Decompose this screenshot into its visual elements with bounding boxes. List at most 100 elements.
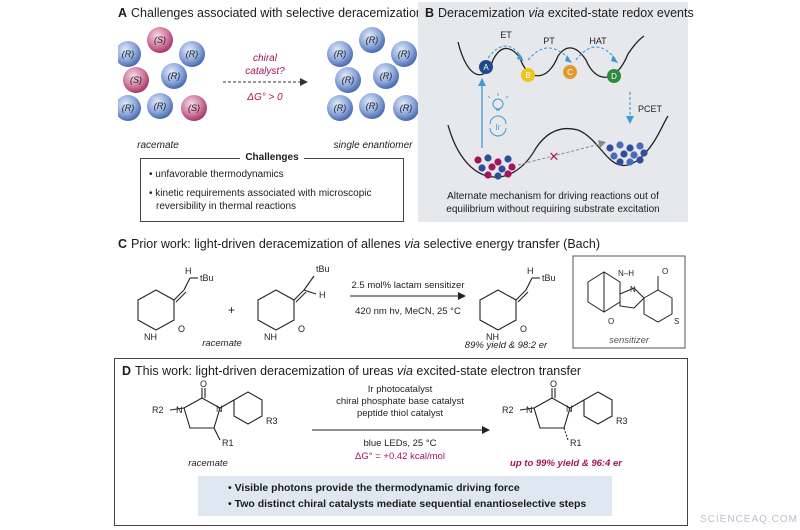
hat-label: HAT bbox=[589, 36, 607, 46]
enriched-dot bbox=[626, 158, 634, 166]
svg-text:tBu: tBu bbox=[200, 273, 214, 283]
c-racemate-label: racemate bbox=[202, 338, 242, 349]
svg-text:R1: R1 bbox=[570, 438, 582, 448]
enantiomer-molecule-r bbox=[393, 95, 419, 121]
watermark: SCIENCEAQ.COM bbox=[700, 514, 799, 525]
racemate-molecule-r bbox=[118, 95, 141, 121]
d-condition: blue LEDs, 25 °C bbox=[364, 438, 437, 449]
challenge-2-cont: reversibility in thermal reactions bbox=[156, 201, 297, 212]
enriched-dot bbox=[636, 142, 644, 150]
summary-box: • Visible photons provide the thermodyna… bbox=[198, 476, 612, 516]
enantiomer-molecule-r bbox=[373, 63, 399, 89]
svg-text:O: O bbox=[200, 380, 207, 389]
racemate-label: racemate bbox=[137, 140, 179, 151]
svg-text:R3: R3 bbox=[616, 416, 628, 426]
svg-text:O: O bbox=[608, 317, 614, 326]
svg-text:O: O bbox=[550, 380, 557, 389]
energy-landscape: ET PT HAT A B C D PCET Ir ✕ bbox=[447, 30, 669, 180]
arrow-label-1: chiral bbox=[253, 53, 278, 64]
state-d bbox=[607, 69, 621, 83]
racemate-molecule-label: (R) bbox=[122, 49, 135, 59]
enantiomer-diagram: (R)(S)(R)(S)(R)(R)(R)(S) (R)(R)(R)(R)(R)… bbox=[118, 27, 419, 151]
c-condition-2: 420 nm hν, MeCN, 25 °C bbox=[355, 306, 461, 317]
svg-text:NH: NH bbox=[144, 332, 157, 342]
allene-scheme: H tBu NH O + tBu H NH O racemate 2.5 mol… bbox=[137, 255, 686, 351]
enantiomer-molecule-label: (R) bbox=[400, 103, 413, 113]
urea-product bbox=[519, 388, 613, 441]
enantiomer-molecule-label: (R) bbox=[380, 71, 393, 81]
d-yield-label: up to 99% yield & 96:4 er bbox=[510, 458, 623, 469]
enantiomer-molecule-r bbox=[359, 27, 385, 53]
racemate-molecules: (R)(S)(R)(S)(R)(R)(R)(S) bbox=[118, 27, 207, 121]
excited-state-curve bbox=[457, 35, 645, 78]
svg-text:O: O bbox=[178, 324, 185, 334]
d-catalyst-1: Ir photocatalyst bbox=[368, 384, 433, 395]
enriched-dot bbox=[626, 144, 634, 152]
enantiomer-molecule-label: (R) bbox=[334, 49, 347, 59]
enantiomer-molecule-label: (R) bbox=[342, 75, 355, 85]
panel-b-caption: Alternate mechanism for driving reaction… bbox=[446, 191, 660, 215]
racemic-dot bbox=[478, 164, 486, 172]
enriched-dot bbox=[616, 141, 624, 149]
racemate-molecule-label: (S) bbox=[188, 103, 200, 113]
hat-arrow bbox=[575, 46, 617, 61]
sensitizer-label: sensitizer bbox=[609, 335, 650, 346]
racemic-dot bbox=[504, 155, 512, 163]
challenges-title: Challenges bbox=[240, 152, 304, 163]
sensitizer-structure bbox=[587, 271, 673, 323]
pcet-label: PCET bbox=[638, 104, 663, 114]
svg-text:R2: R2 bbox=[502, 405, 514, 415]
svg-text:C: C bbox=[567, 68, 573, 77]
single-enantiomer-label: single enantiomer bbox=[334, 140, 414, 151]
challenge-1: • unfavorable thermodynamics bbox=[149, 169, 284, 180]
enriched-dot bbox=[610, 152, 618, 160]
et-arrow bbox=[487, 45, 523, 59]
racemate-molecule-label: (S) bbox=[130, 75, 142, 85]
state-a bbox=[479, 60, 493, 74]
enriched-dots bbox=[606, 141, 648, 166]
c-condition-1: 2.5 mol% lactam sensitizer bbox=[352, 280, 465, 291]
racemic-dot bbox=[484, 154, 492, 162]
plus-sign: + bbox=[228, 303, 235, 317]
racemate-molecule-label: (R) bbox=[168, 71, 181, 81]
enantiomer-molecule-label: (R) bbox=[334, 103, 347, 113]
svg-text:tBu: tBu bbox=[542, 273, 556, 283]
enantiomer-molecules: (R)(R)(R)(R)(R)(R)(R)(R) bbox=[327, 27, 419, 121]
svg-text:N: N bbox=[526, 405, 533, 415]
racemic-mixture-dots bbox=[474, 154, 516, 180]
allene-molecule-2 bbox=[257, 275, 317, 331]
urea-reactant bbox=[169, 388, 263, 441]
enantiomer-molecule-r bbox=[391, 41, 417, 67]
racemate-molecule-s bbox=[181, 95, 207, 121]
ir-label: Ir bbox=[496, 123, 501, 132]
d-racemate-label: racemate bbox=[188, 458, 228, 469]
svg-text:S: S bbox=[674, 317, 679, 326]
racemic-dot bbox=[494, 172, 502, 180]
svg-text:O: O bbox=[662, 267, 668, 276]
svg-text:B: B bbox=[525, 71, 530, 80]
racemate-molecule-r bbox=[147, 93, 173, 119]
racemate-molecule-r bbox=[161, 63, 187, 89]
svg-text:H: H bbox=[319, 290, 326, 300]
enantiomer-molecule-r bbox=[327, 41, 353, 67]
svg-text:NH: NH bbox=[486, 332, 499, 342]
summary-bullet-1: • Visible photons provide the thermodyna… bbox=[228, 482, 520, 494]
svg-text:N: N bbox=[630, 285, 636, 294]
enantiomer-molecule-label: (R) bbox=[398, 49, 411, 59]
enriched-dot bbox=[616, 158, 624, 166]
state-b bbox=[521, 68, 535, 82]
enantiomer-molecule-label: (R) bbox=[366, 35, 379, 45]
racemic-dot bbox=[498, 165, 506, 173]
svg-text:H: H bbox=[185, 266, 192, 276]
racemate-molecule-s bbox=[147, 27, 173, 53]
delta-g-label: ΔG° > 0 bbox=[246, 92, 283, 103]
challenges-box: Challenges • unfavorable thermodynamics … bbox=[140, 152, 404, 222]
racemic-dot bbox=[508, 163, 516, 171]
enriched-dot bbox=[606, 144, 614, 152]
d-delta-g: ΔG° = +0.42 kcal/mol bbox=[355, 451, 445, 462]
svg-text:R3: R3 bbox=[266, 416, 278, 426]
racemic-dot bbox=[484, 171, 492, 179]
